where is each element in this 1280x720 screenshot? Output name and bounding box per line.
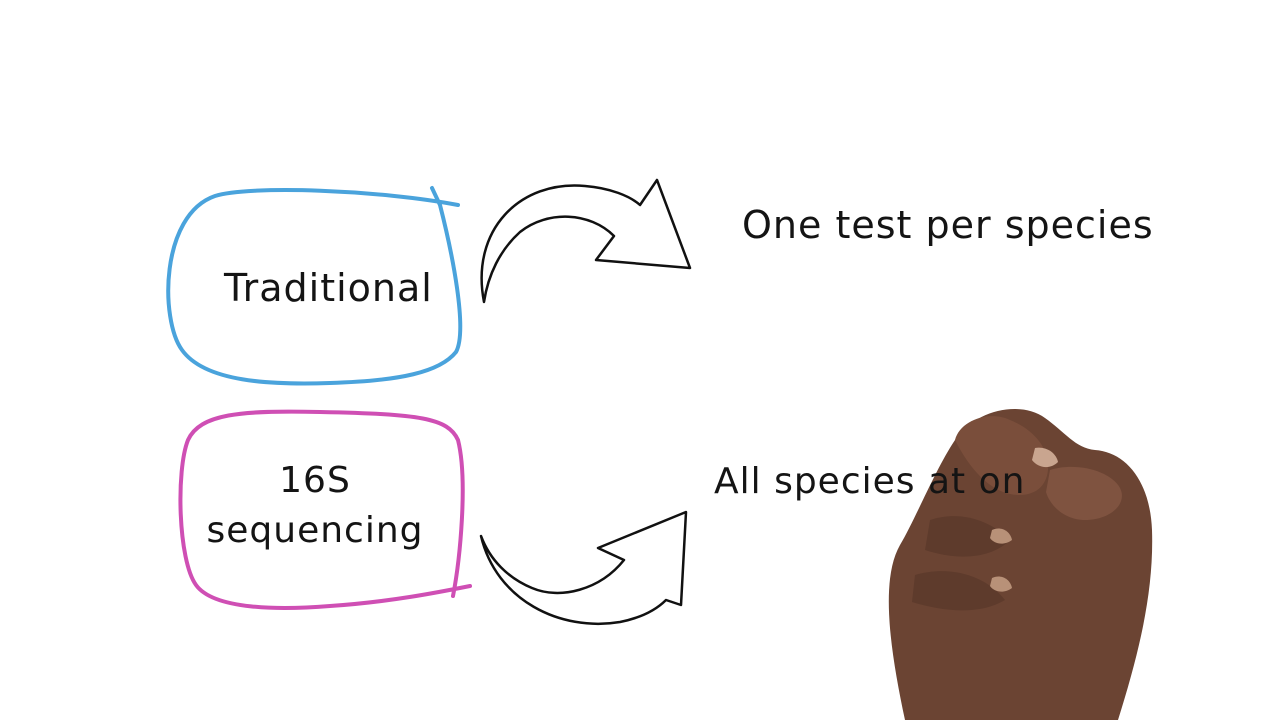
hand-holding-marker-icon [888,409,1153,720]
top-curved-arrow-icon [480,178,692,304]
sequencing-outline [178,409,472,610]
traditional-outcome-text: One test per species [742,203,1154,247]
sequencing-label-line1: 16S [279,460,351,501]
sequencing-outcome-text: All species at on [714,461,1026,502]
bottom-curved-arrow-icon [479,510,688,626]
sequencing-label: 16S sequencing [200,456,430,556]
traditional-outline [166,186,463,386]
sequencing-label-line2: sequencing [206,510,424,551]
traditional-label: Traditional [224,266,433,310]
